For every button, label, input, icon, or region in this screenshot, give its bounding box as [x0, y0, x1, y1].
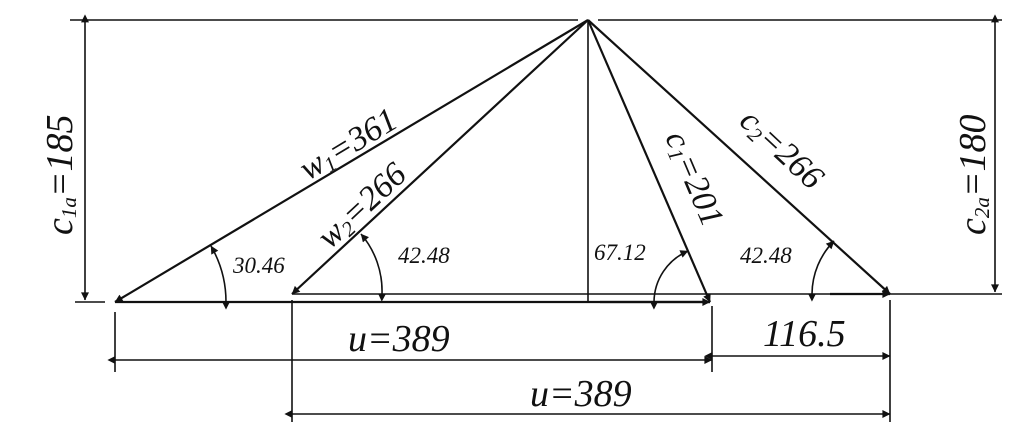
c1-label: c1=201: [657, 126, 731, 232]
delta-label: 116.5: [763, 313, 846, 355]
c2-vector: [587, 19, 891, 295]
angle-label-w2: 42.48: [398, 243, 450, 268]
u-bottom-label: u=389: [530, 373, 632, 415]
angle-label-w1: 30.46: [232, 253, 285, 278]
angle-label-c1: 67.12: [594, 240, 646, 265]
c1a-label: c1a=185: [39, 114, 81, 235]
angle-arc-w2: [360, 233, 387, 302]
u-top-label: u=389: [348, 318, 450, 360]
angle-arc-c2: [808, 240, 835, 302]
angle-label-c2: 42.48: [740, 243, 792, 268]
w1-vector: [114, 19, 589, 303]
w2-vector: [291, 19, 589, 295]
c2-label: c2=266: [732, 102, 831, 198]
angle-arc-c1: [650, 250, 689, 310]
c1-vector: [586, 19, 712, 303]
c2a-label: c2a=180: [952, 114, 994, 235]
angle-arc-w1: [210, 245, 230, 310]
